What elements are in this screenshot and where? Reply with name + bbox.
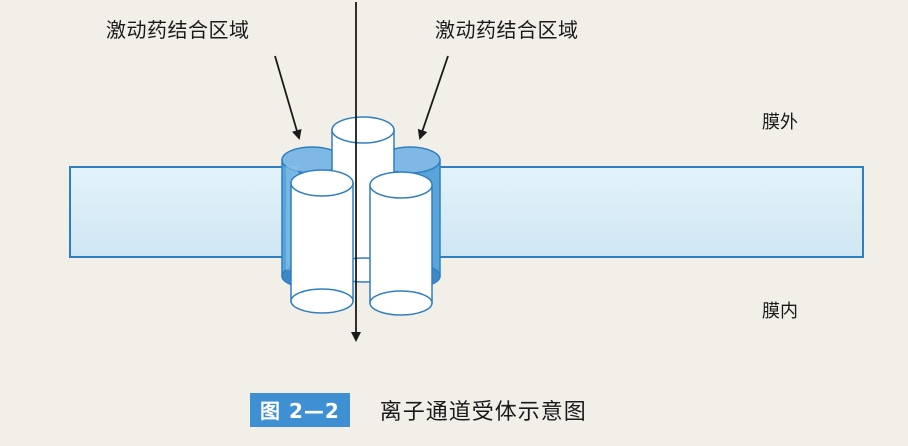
figure-number-badge: 图 2—2 xyxy=(250,393,350,427)
inside-membrane-label: 膜内 xyxy=(762,301,798,322)
outside-membrane-label: 膜外 xyxy=(762,112,798,133)
agonist-site-right-label: 激动药结合区域 xyxy=(435,18,579,42)
agonist-site-left-arrow xyxy=(274,55,302,140)
receptor-subunit-front-right xyxy=(369,171,433,316)
figure-title: 离子通道受体示意图 xyxy=(379,400,587,425)
cell-membrane xyxy=(69,166,864,258)
receptor-subunit-front-left xyxy=(290,169,354,314)
figure-caption: 图 2—2 离子通道受体示意图 xyxy=(250,393,587,427)
agonist-site-right-arrow xyxy=(417,55,449,140)
agonist-site-left-label: 激动药结合区域 xyxy=(106,18,250,42)
